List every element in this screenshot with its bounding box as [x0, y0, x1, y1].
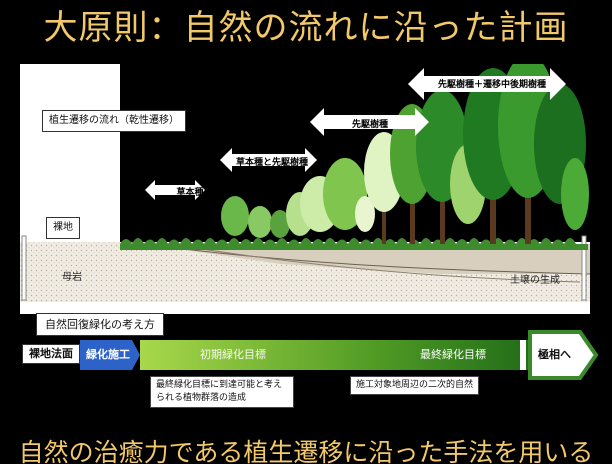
- stage-arrow-4: [408, 68, 566, 100]
- stage-label-3: 先駆樹種: [351, 120, 388, 130]
- stage-arrow-2: [220, 148, 317, 172]
- right-edge-post: [581, 235, 587, 301]
- stage-arrow-3: [310, 108, 429, 136]
- final-goal-label: 最終緑化目標: [420, 348, 486, 361]
- soil-line-2: [169, 243, 581, 283]
- bar-divider: [520, 340, 526, 370]
- soil-label: 土壌の生成: [510, 275, 560, 286]
- succession-illustration: [20, 64, 590, 314]
- bar-end-arrow: [528, 330, 599, 380]
- stage-label-2: 草本種と先駆樹種: [235, 158, 308, 168]
- stage-arrows: [145, 68, 566, 200]
- bedrock-label: 母岩: [62, 272, 82, 283]
- bottom-caption: 自然の治癒力である植生遷移に沿った手法を用いる: [18, 438, 594, 464]
- shrubs: [221, 158, 375, 238]
- left-edge-post: [21, 235, 27, 301]
- stage-arrow-1: [145, 180, 205, 200]
- stage-label-4: 先駆樹種＋遷移中後期樹種: [437, 80, 546, 90]
- initial-goal-note: 最終緑化目標に到達可能と考えられる植物群落の造成: [150, 376, 294, 408]
- succession-label: 植生遷移の流れ（乾性遷移）: [42, 110, 186, 132]
- step-label: 緑化施工: [86, 348, 130, 361]
- start-label: 裸地法面: [22, 344, 80, 364]
- process-bar: [80, 330, 599, 380]
- slide-title: 大原則：自然の流れに沿った計画: [43, 8, 569, 48]
- grass-strip: [120, 238, 588, 250]
- bar-blue-arrow: [80, 340, 140, 370]
- trees: [364, 64, 589, 244]
- bare-ground-label: 裸地: [46, 217, 80, 239]
- bar-green-body: [140, 340, 538, 370]
- bedrock-layer: [20, 242, 590, 302]
- restoration-label: 自然回復緑化の考え方: [36, 313, 164, 336]
- stage-label-1: 草本種: [176, 188, 204, 198]
- initial-goal-label: 初期緑化目標: [200, 348, 266, 361]
- final-goal-note: 施工対象地周辺の二次的自然: [350, 376, 480, 395]
- end-label: 極相へ: [538, 348, 571, 361]
